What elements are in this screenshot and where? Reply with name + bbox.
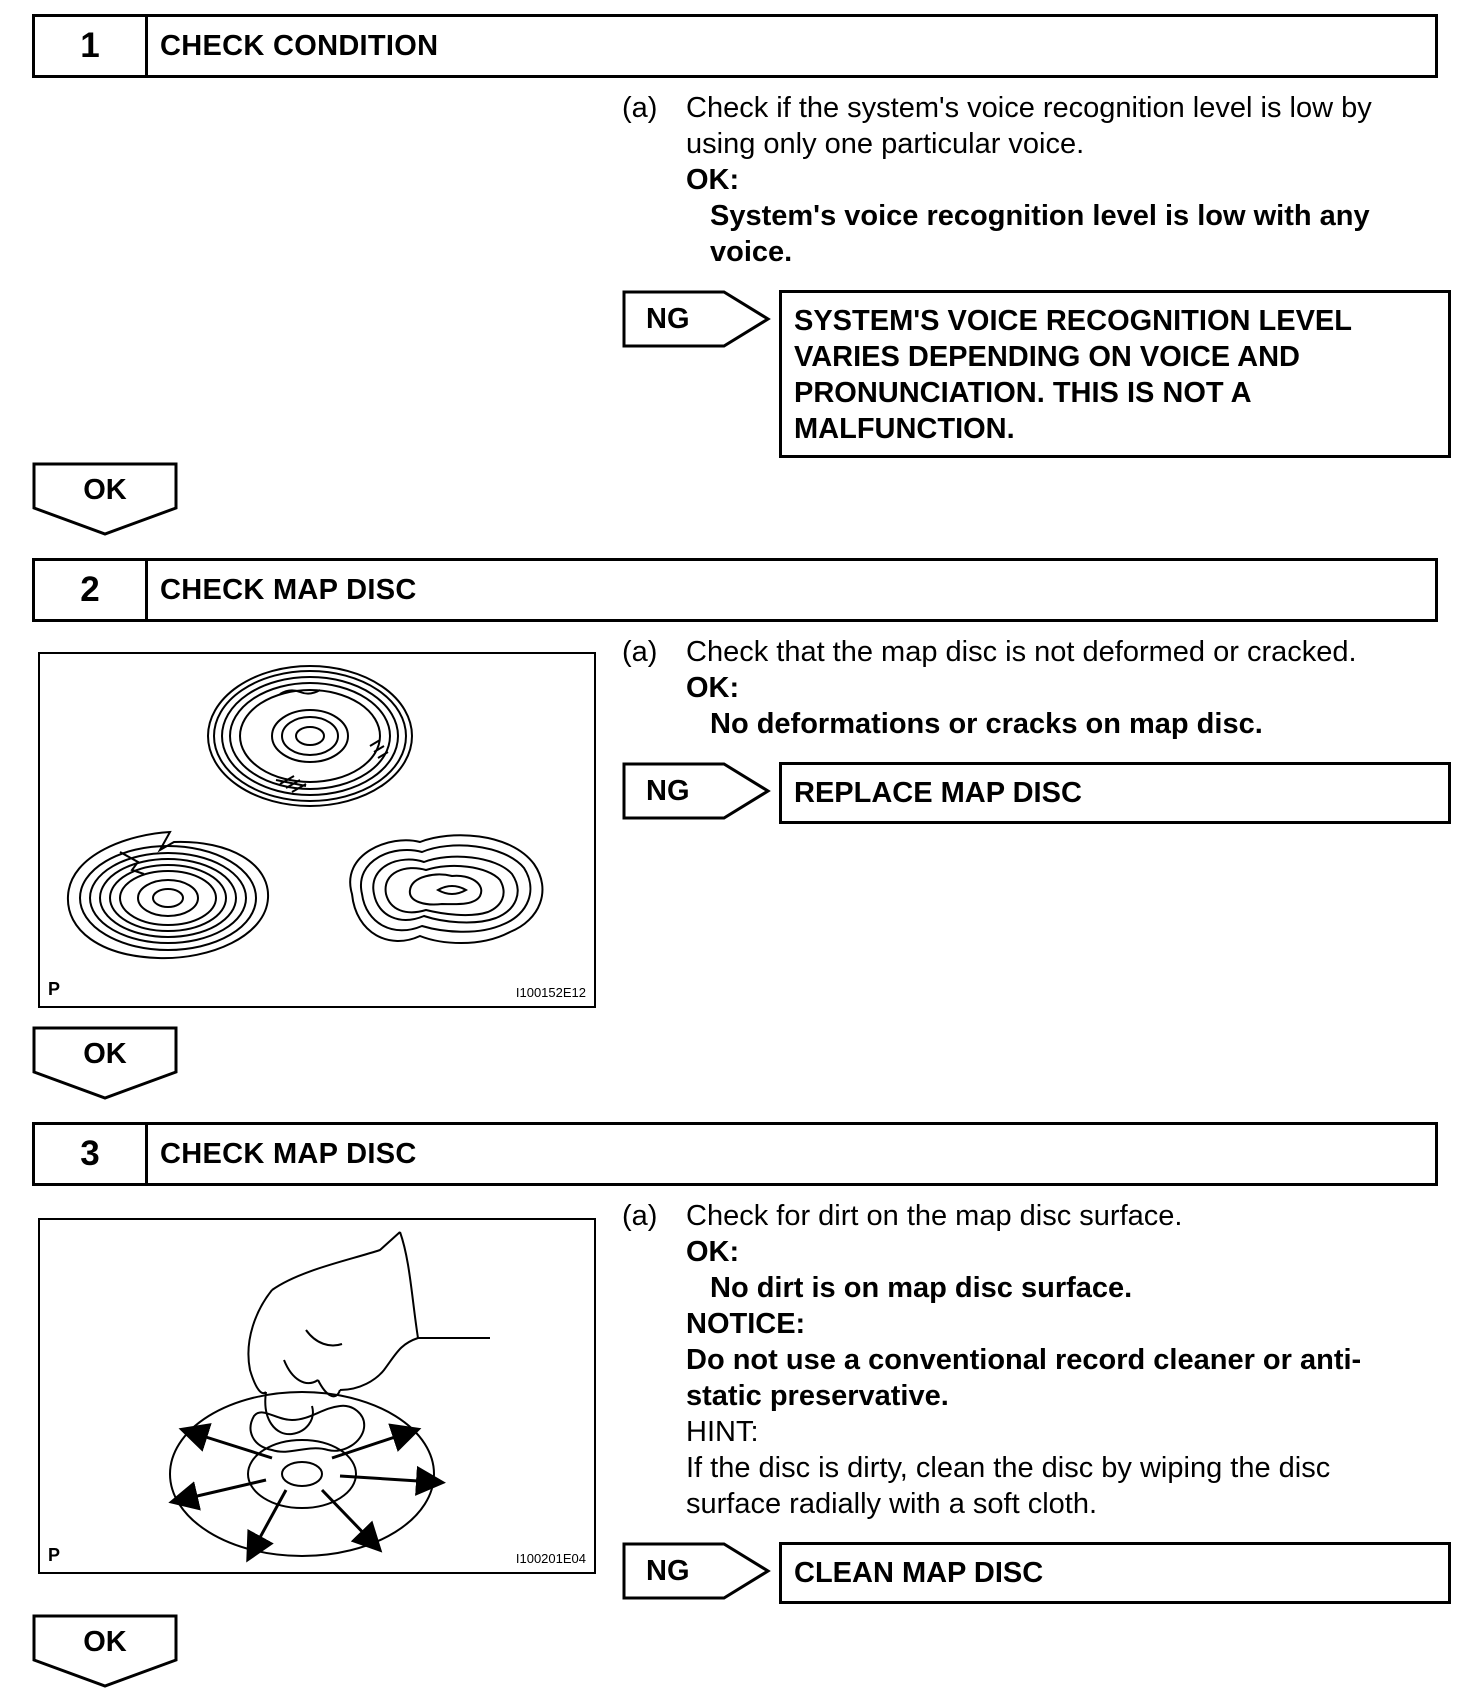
check-text: Check that the map disc is not deformed …: [686, 636, 1357, 668]
ng-arrow-icon: [622, 762, 771, 820]
down-arrow-icon: [32, 1026, 178, 1100]
step-title: CHECK MAP DISC: [160, 573, 417, 606]
step-3-header: 3 CHECK MAP DISC: [32, 1122, 1438, 1186]
step-3-ok-arrow: OK: [32, 1614, 178, 1688]
step-3-ng-result: CLEAN MAP DISC: [779, 1542, 1451, 1604]
ok-label: OK: [83, 1626, 127, 1658]
step-number: 2: [35, 561, 148, 619]
ok-heading: OK:: [686, 672, 740, 704]
step-2-header: 2 CHECK MAP DISC: [32, 558, 1438, 622]
step-number: 1: [35, 17, 148, 75]
step-2-check-item: (a) Check that the map disc is not defor…: [622, 634, 1438, 742]
step-2-ok-arrow: OK: [32, 1026, 178, 1100]
figure-code: I100152E12: [515, 985, 586, 1000]
figure-mark: P: [48, 1545, 61, 1565]
figure-code: I100201E04: [515, 1551, 586, 1566]
step-title: CHECK MAP DISC: [160, 1137, 417, 1170]
step-3-check-item: (a) Check for dirt on the map disc surfa…: [622, 1198, 1438, 1522]
step-number: 3: [35, 1125, 148, 1183]
notice-heading: NOTICE:: [686, 1308, 806, 1340]
ng-arrow-icon: [622, 1542, 771, 1600]
ok-heading: OK:: [686, 164, 740, 196]
map-disc-deformation-figure: P I100152E12: [38, 652, 596, 1008]
figure-mark: P: [48, 979, 61, 999]
step-1-ng-tag: NG: [622, 290, 772, 348]
step-1-header: 1 CHECK CONDITION: [32, 14, 1438, 78]
hint-heading: HINT:: [686, 1416, 759, 1448]
step-title: CHECK CONDITION: [160, 29, 439, 62]
step-2-ng-result: REPLACE MAP DISC: [779, 762, 1451, 824]
ok-criteria: No deformations or cracks on map disc.: [710, 708, 1263, 740]
item-label: (a): [622, 636, 658, 668]
ok-heading: OK:: [686, 1236, 740, 1268]
notice-text: Do not use a conventional record cleaner…: [686, 1344, 1362, 1412]
step-1-check-item: (a) Check if the system's voice recognit…: [622, 90, 1438, 270]
step-1-ok-arrow: OK: [32, 462, 178, 536]
map-disc-cleaning-figure: P I100201E04: [38, 1218, 596, 1574]
ng-label: NG: [646, 775, 690, 807]
step-2-ng-tag: NG: [622, 762, 772, 820]
ok-label: OK: [83, 1038, 127, 1070]
down-arrow-icon: [32, 462, 178, 536]
hint-text: If the disc is dirty, clean the disc by …: [686, 1452, 1331, 1520]
disc-wiping-illustration: [168, 1231, 490, 1563]
ng-label: NG: [646, 303, 690, 335]
step-3-ng-tag: NG: [622, 1542, 772, 1600]
check-text: Check if the system's voice recognition …: [686, 92, 1372, 160]
down-arrow-icon: [32, 1614, 178, 1688]
deformed-discs-illustration: [66, 665, 544, 960]
check-text: Check for dirt on the map disc surface.: [686, 1200, 1183, 1232]
ng-label: NG: [646, 1555, 690, 1587]
step-1-ng-result: SYSTEM'S VOICE RECOGNITION LEVEL VARIES …: [779, 290, 1451, 458]
ok-label: OK: [83, 474, 127, 506]
ok-criteria: System's voice recognition level is low …: [710, 200, 1370, 268]
ng-arrow-icon: [622, 290, 771, 348]
item-label: (a): [622, 1200, 658, 1232]
item-label: (a): [622, 92, 658, 124]
ok-criteria: No dirt is on map disc surface.: [710, 1272, 1133, 1304]
